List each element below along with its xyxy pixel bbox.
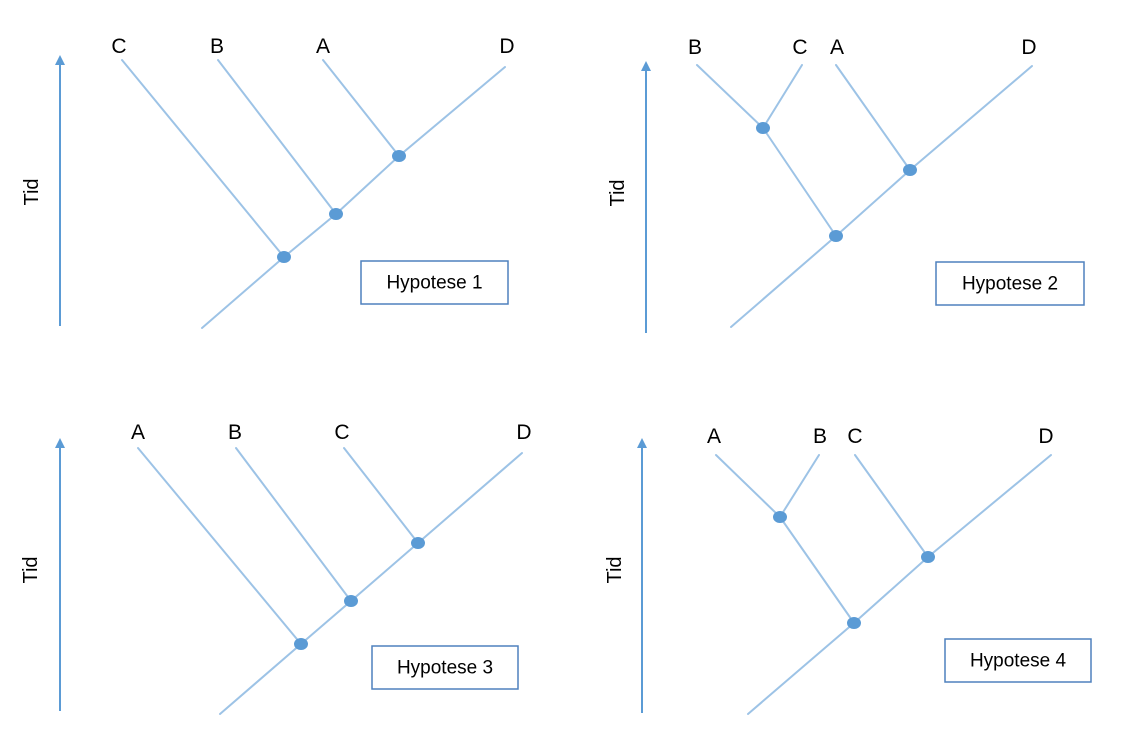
hypothesis-label: Hypotese 1 [386, 273, 482, 294]
time-axis-label: Tid [604, 556, 626, 583]
tree-branch [121, 59, 285, 258]
ancestor-node [392, 150, 406, 162]
tree-branch [835, 64, 911, 171]
taxon-label-a: A [131, 421, 145, 444]
time-axis-label: Tid [607, 179, 629, 206]
tree-branch [853, 556, 929, 624]
taxon-label-d: D [1038, 425, 1053, 448]
taxon-label-c: C [847, 425, 862, 448]
tree-branch [322, 59, 400, 157]
taxon-label-a: A [830, 36, 844, 59]
taxon-label-b: B [210, 35, 224, 58]
ancestor-node [903, 164, 917, 176]
tree-branch [909, 65, 1033, 171]
taxon-label-d: D [516, 421, 531, 444]
tree-branch [715, 454, 781, 518]
ancestor-node [921, 551, 935, 563]
hypothesis-panel-3: Tid A B C D Hypotese 3 [20, 421, 532, 715]
ancestor-node [294, 638, 308, 650]
ancestor-node [411, 537, 425, 549]
ancestor-node [773, 511, 787, 523]
taxon-label-b: B [688, 36, 702, 59]
taxon-label-b: B [813, 425, 827, 448]
tree-branch [235, 447, 352, 602]
taxon-label-c: C [111, 35, 126, 58]
hypothesis-label: Hypotese 3 [397, 658, 493, 679]
tree-branch [350, 542, 419, 602]
hypothesis-panel-1: Tid C B A D Hypotese 1 [21, 35, 515, 329]
tree-branch [201, 256, 285, 329]
tree-branch [335, 155, 400, 215]
hypothesis-label-box [360, 260, 509, 305]
hypothesis-label-box [944, 638, 1092, 683]
hypothesis-label: Hypotese 4 [970, 651, 1067, 672]
tree-branch [779, 454, 820, 518]
tree-branch [730, 235, 837, 328]
tree-branch [779, 516, 855, 624]
ancestor-node [329, 208, 343, 220]
hypothesis-label-box [935, 261, 1085, 306]
taxon-label-b: B [228, 421, 242, 444]
tree-branch [398, 66, 506, 157]
tree-branch [300, 600, 352, 645]
tree-branch [343, 447, 419, 544]
tree-branch [417, 452, 523, 544]
tree-branch [835, 169, 911, 237]
ancestor-node [756, 122, 770, 134]
tree-branch [696, 64, 764, 129]
taxon-label-a: A [707, 425, 721, 448]
ancestor-node [847, 617, 861, 629]
tree-branch [927, 454, 1052, 558]
time-axis-label: Tid [20, 556, 42, 583]
tree-branch [217, 59, 337, 215]
tree-branch [137, 447, 302, 645]
taxon-label-c: C [334, 421, 349, 444]
ancestor-node [829, 230, 843, 242]
tree-branch [219, 643, 302, 715]
tree-branch [854, 454, 929, 558]
taxon-label-c: C [792, 36, 807, 59]
tree-branch [747, 622, 855, 715]
ancestor-node [344, 595, 358, 607]
hypothesis-label-box [371, 645, 519, 690]
taxon-label-d: D [499, 35, 514, 58]
time-axis-label: Tid [21, 178, 43, 205]
taxon-label-d: D [1021, 36, 1036, 59]
taxon-label-a: A [316, 35, 330, 58]
tree-branch [283, 213, 337, 258]
ancestor-node [277, 251, 291, 263]
hypothesis-label: Hypotese 2 [962, 274, 1058, 295]
tree-branch [762, 64, 803, 129]
tree-branch [762, 127, 837, 237]
